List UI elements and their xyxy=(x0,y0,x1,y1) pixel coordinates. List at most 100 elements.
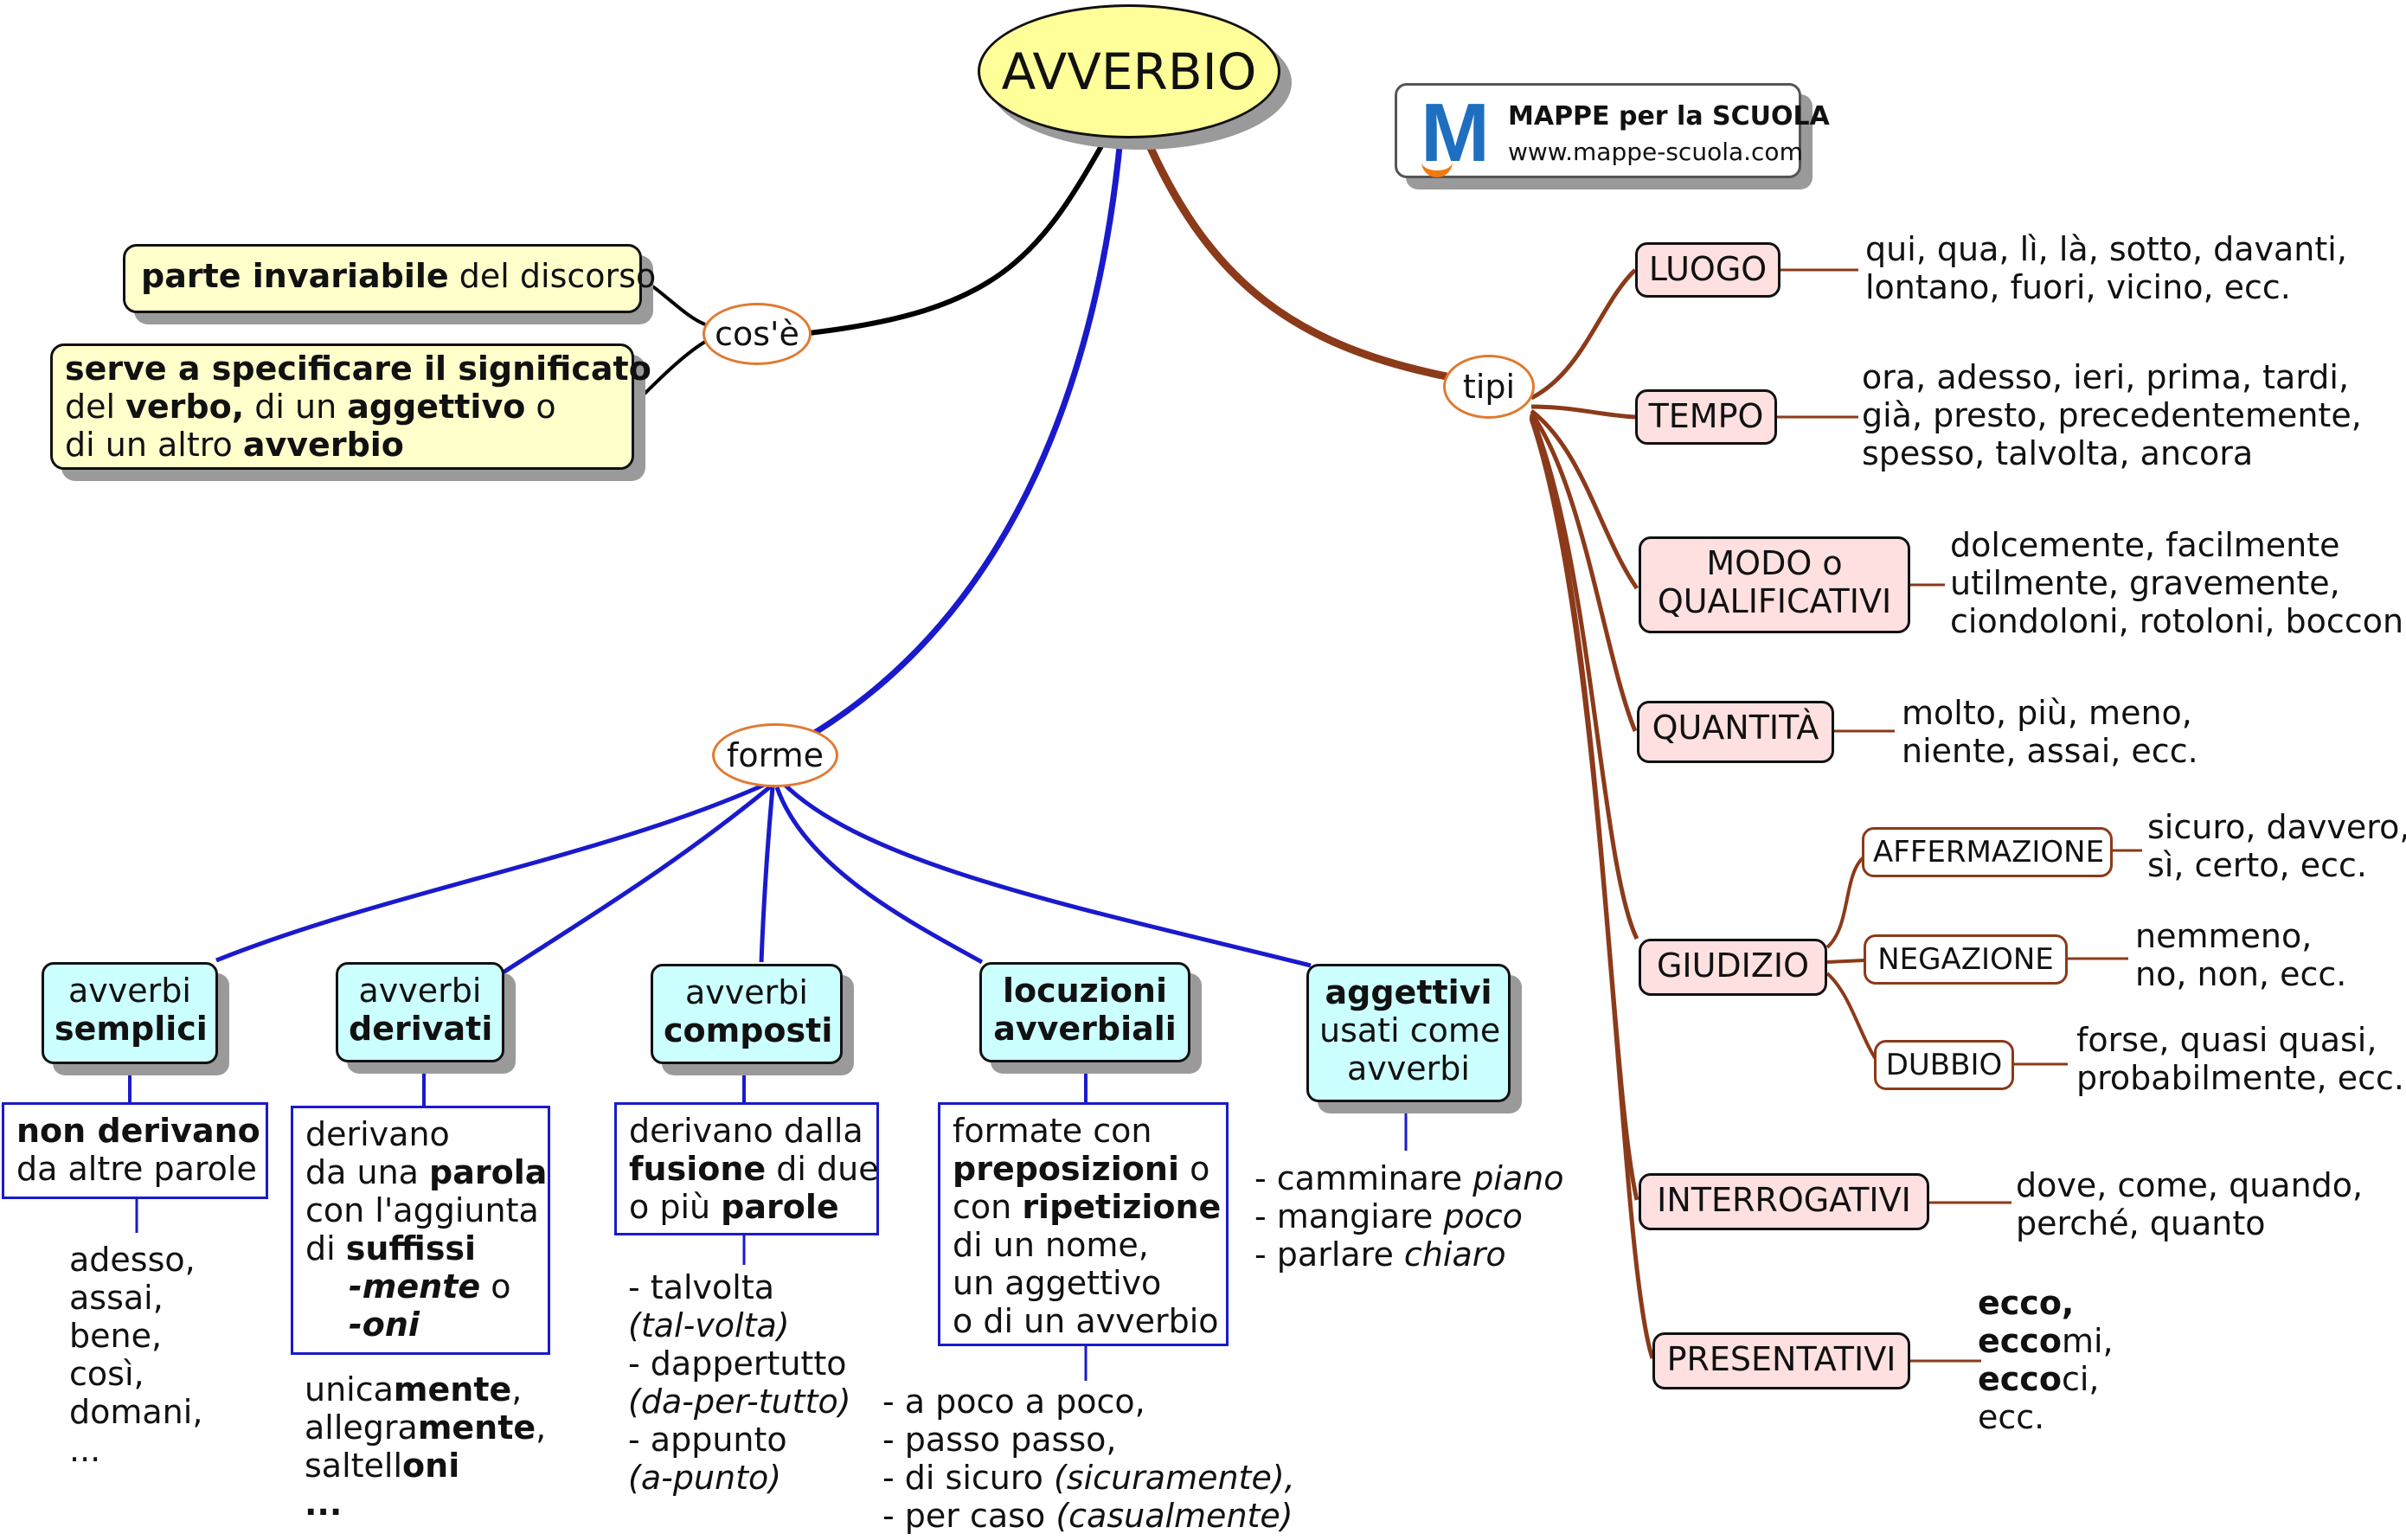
locuzioni-ex2: - passo passo, xyxy=(882,1421,1117,1459)
giudizio-negazione: NEGAZIONE xyxy=(1864,934,2068,985)
luogo-examples: qui, qua, lì, là, sotto, davanti, lontan… xyxy=(1865,230,2347,306)
semplici-desc-text: da altre parole xyxy=(16,1150,257,1188)
aggettivi-examples: - camminare piano - mangiare poco - parl… xyxy=(1254,1159,1564,1274)
composti-d3a: o più xyxy=(629,1188,722,1226)
dubbio-ex-0: forse, quasi quasi, xyxy=(2076,1021,2377,1059)
giudizio-label: GIUDIZIO xyxy=(1656,946,1810,985)
affermazione-label: AFFERMAZIONE xyxy=(1873,835,2105,869)
semplici-head-a: avverbi xyxy=(68,972,191,1010)
derivati-ex4: ... xyxy=(305,1485,343,1523)
cose-def1-bold: parte invariabile xyxy=(141,257,449,295)
locuzioni-head-a: locuzioni xyxy=(1002,972,1168,1010)
dubbio-label: DUBBIO xyxy=(1885,1048,2003,1082)
cose-def2-l3a: di un altro xyxy=(65,426,243,464)
luogo-label: LUOGO xyxy=(1648,250,1768,288)
connector-tipi: tipi xyxy=(1443,355,1535,419)
giudizio-dubbio: DUBBIO xyxy=(1874,1040,2014,1090)
connector-cose: cos'è xyxy=(703,303,812,365)
forma-derivati: avverbi derivati xyxy=(336,962,504,1062)
presentativi-ex3a: ecco xyxy=(1978,1360,2062,1398)
locuzioni-ex3a: - di sicuro xyxy=(882,1459,1054,1497)
interrogativi-label: INTERROGATIVI xyxy=(1657,1181,1911,1219)
quantita-examples: molto, più, meno, niente, assai, ecc. xyxy=(1902,694,2198,770)
semplici-ex-2: bene, xyxy=(69,1317,163,1355)
cose-def2-l2a: del xyxy=(65,388,126,426)
aggettivi-head-b: usati come xyxy=(1319,1011,1501,1049)
semplici-head-b: semplici xyxy=(55,1010,208,1048)
affermazione-examples: sicuro, davvero, sì, certo, ecc. xyxy=(2147,808,2406,884)
tempo-ex-0: ora, adesso, ieri, prima, tardi, xyxy=(1862,358,2350,396)
dubbio-ex-1: probabilmente, ecc. xyxy=(2076,1059,2404,1097)
composti-d3b: parole xyxy=(721,1188,839,1226)
tipo-interrogativi: INTERROGATIVI xyxy=(1639,1173,1929,1230)
derivati-ex3b: oni xyxy=(402,1447,460,1485)
negazione-examples: nemmeno, no, non, ecc. xyxy=(2135,917,2346,993)
root-node: AVVERBIO xyxy=(978,4,1280,138)
modo-label2: QUALIFICATIVI xyxy=(1657,582,1892,620)
negazione-label: NEGAZIONE xyxy=(1877,942,2054,977)
link-forme-aggettivi xyxy=(781,781,1312,968)
link-forme-composti xyxy=(759,786,775,963)
aggettivi-ex1a: - camminare xyxy=(1254,1159,1473,1197)
forma-aggettivi: aggettivi usati come avverbi xyxy=(1306,964,1511,1102)
derivati-d6: -oni xyxy=(349,1306,420,1344)
tempo-ex-2: spesso, talvolta, ancora xyxy=(1862,434,2254,472)
cose-def2-l2e: o xyxy=(525,388,556,426)
link-root-cose xyxy=(808,137,1108,336)
composti-ex-2: - dappertutto xyxy=(628,1344,847,1383)
affermazione-ex-0: sicuro, davvero, xyxy=(2147,808,2406,846)
composti-head-a: avverbi xyxy=(685,973,808,1011)
modo-ex-1: utilmente, gravemente, xyxy=(1950,564,2340,602)
composti-ex-5: (a-punto) xyxy=(628,1459,782,1497)
derivati-d3: con l'aggiunta xyxy=(305,1191,539,1229)
derivati-ex2b: mente xyxy=(417,1408,536,1447)
link-forme-locuzioni xyxy=(774,786,984,965)
derivati-ex2a: allegra xyxy=(305,1408,418,1447)
link-cose-box1 xyxy=(639,277,706,326)
forma-semplici: avverbi semplici xyxy=(42,962,218,1064)
connector-tipi-label: tipi xyxy=(1462,368,1516,406)
logo-line2: www.mappe-scuola.com xyxy=(1508,138,1803,166)
semplici-ex-1: assai, xyxy=(69,1279,164,1317)
link-forme-semplici xyxy=(215,780,770,963)
giudizio-affermazione: AFFERMAZIONE xyxy=(1862,827,2113,877)
quantita-label: QUANTITÀ xyxy=(1652,709,1819,747)
derivati-head-b: derivati xyxy=(349,1010,493,1048)
derivati-d4b: suffissi xyxy=(345,1229,477,1267)
semplici-ex-4: domani, xyxy=(69,1393,203,1431)
aggettivi-ex2a: - mangiare xyxy=(1254,1197,1444,1235)
derivati-ex2c: , xyxy=(536,1408,547,1447)
modo-ex-2: ciondoloni, rotoloni, bocconi, xyxy=(1950,602,2406,640)
tempo-examples: ora, adesso, ieri, prima, tardi, già, pr… xyxy=(1862,358,2362,472)
negazione-ex-1: no, non, ecc. xyxy=(2135,955,2347,993)
cose-def2-l3b: avverbio xyxy=(242,426,404,464)
modo-label1: MODO o xyxy=(1706,544,1843,582)
locuzioni-ex1: - a poco a poco, xyxy=(882,1383,1145,1421)
composti-desc: derivano dalla fusione di due o più paro… xyxy=(614,1102,879,1235)
locuzioni-ex3b: (sicuramente), xyxy=(1054,1459,1295,1497)
forma-composti: avverbi composti xyxy=(651,964,843,1064)
presentativi-ex2b: mi, xyxy=(2061,1322,2114,1360)
luogo-ex-1: lontano, fuori, vicino, ecc. xyxy=(1865,268,2291,306)
derivati-ex1a: unica xyxy=(305,1370,394,1408)
derivati-desc: derivano da una parola con l'aggiunta di… xyxy=(291,1106,550,1355)
mappe-logo: M MAPPE per la SCUOLA www.mappe-scuola.c… xyxy=(1395,83,1830,178)
derivati-d5b: o xyxy=(480,1267,511,1306)
connector-forme: forme xyxy=(712,723,838,787)
derivati-d4a: di xyxy=(305,1229,346,1267)
semplici-ex-5: ... xyxy=(69,1431,101,1469)
derivati-examples: unicamente, allegramente, saltelloni ... xyxy=(305,1370,546,1523)
derivati-d1: derivano xyxy=(305,1115,450,1153)
aggettivi-ex1b: piano xyxy=(1472,1159,1564,1197)
presentativi-ex2a: ecco xyxy=(1978,1322,2062,1360)
link-root-forme xyxy=(812,138,1124,736)
connector-forme-label: forme xyxy=(727,736,824,774)
logo-line1: MAPPE per la SCUOLA xyxy=(1508,101,1830,132)
locuzioni-d5: un aggettivo xyxy=(953,1264,1162,1302)
semplici-examples: adesso, assai, bene, così, domani, ... xyxy=(69,1241,202,1469)
derivati-d2b: parola xyxy=(429,1153,548,1191)
affermazione-ex-1: sì, certo, ecc. xyxy=(2147,846,2367,884)
derivati-d2a: da una xyxy=(305,1153,430,1191)
tipo-tempo: TEMPO xyxy=(1635,389,1777,445)
